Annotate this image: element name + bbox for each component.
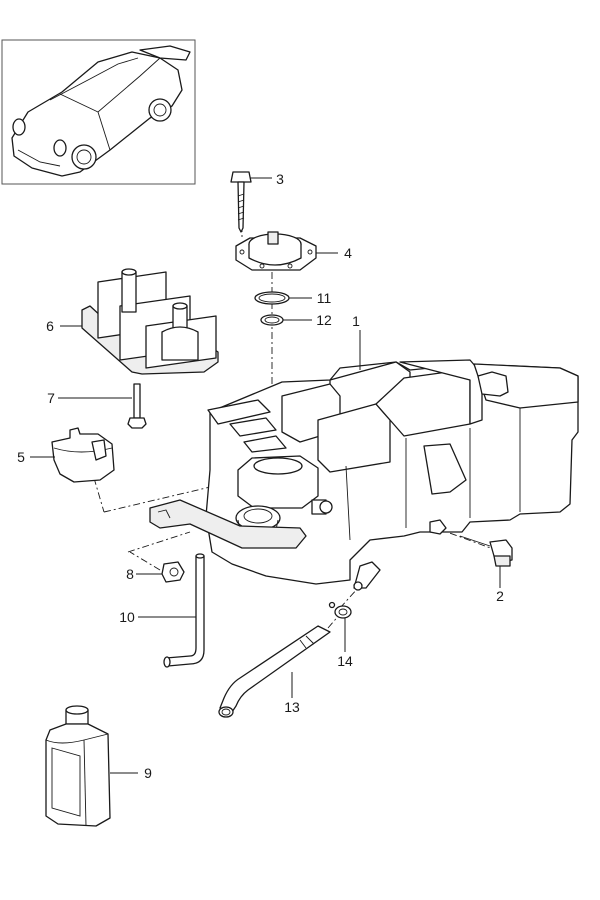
part-coolant-hose[interactable] — [218, 625, 331, 718]
callout-screw[interactable]: 3 — [276, 171, 284, 187]
part-filler-cap[interactable] — [51, 427, 115, 483]
part-cover-flange[interactable] — [235, 231, 317, 271]
callout-filler-cap[interactable]: 5 — [17, 449, 25, 465]
callout-coolant-hose[interactable]: 13 — [284, 699, 300, 715]
part-expansion-tank[interactable] — [149, 359, 579, 591]
part-bolt[interactable] — [127, 383, 147, 429]
part-coolant-bottle[interactable] — [45, 705, 111, 827]
callout-bolt[interactable]: 7 — [47, 390, 55, 406]
leader-lines — [30, 177, 501, 774]
callout-cover-flange[interactable]: 4 — [344, 245, 352, 261]
part-level-sensor[interactable] — [459, 535, 513, 567]
callout-nut[interactable]: 8 — [126, 566, 134, 582]
callout-level-sensor[interactable]: 2 — [496, 588, 504, 604]
callout-hose-clamp[interactable]: 14 — [337, 653, 353, 669]
part-nut[interactable] — [161, 561, 185, 583]
callout-expansion-tank[interactable]: 1 — [352, 313, 360, 329]
car-overview-icon — [11, 45, 191, 177]
part-bracket-cover[interactable] — [81, 268, 219, 375]
callout-bracket-cover[interactable]: 6 — [46, 318, 54, 334]
part-screw[interactable] — [230, 171, 252, 233]
part-o-ring-large[interactable] — [254, 291, 290, 305]
part-hose-clamp[interactable] — [328, 601, 352, 619]
callout-coolant-bottle[interactable]: 9 — [144, 765, 152, 781]
part-o-ring-small[interactable] — [260, 314, 284, 326]
callout-o-ring-large[interactable]: 11 — [317, 290, 332, 306]
callout-o-ring-small[interactable]: 12 — [316, 312, 332, 328]
car-overview-thumbnail[interactable] — [1, 39, 196, 185]
part-vent-hose[interactable] — [163, 553, 205, 668]
callout-vent-hose[interactable]: 10 — [119, 609, 135, 625]
